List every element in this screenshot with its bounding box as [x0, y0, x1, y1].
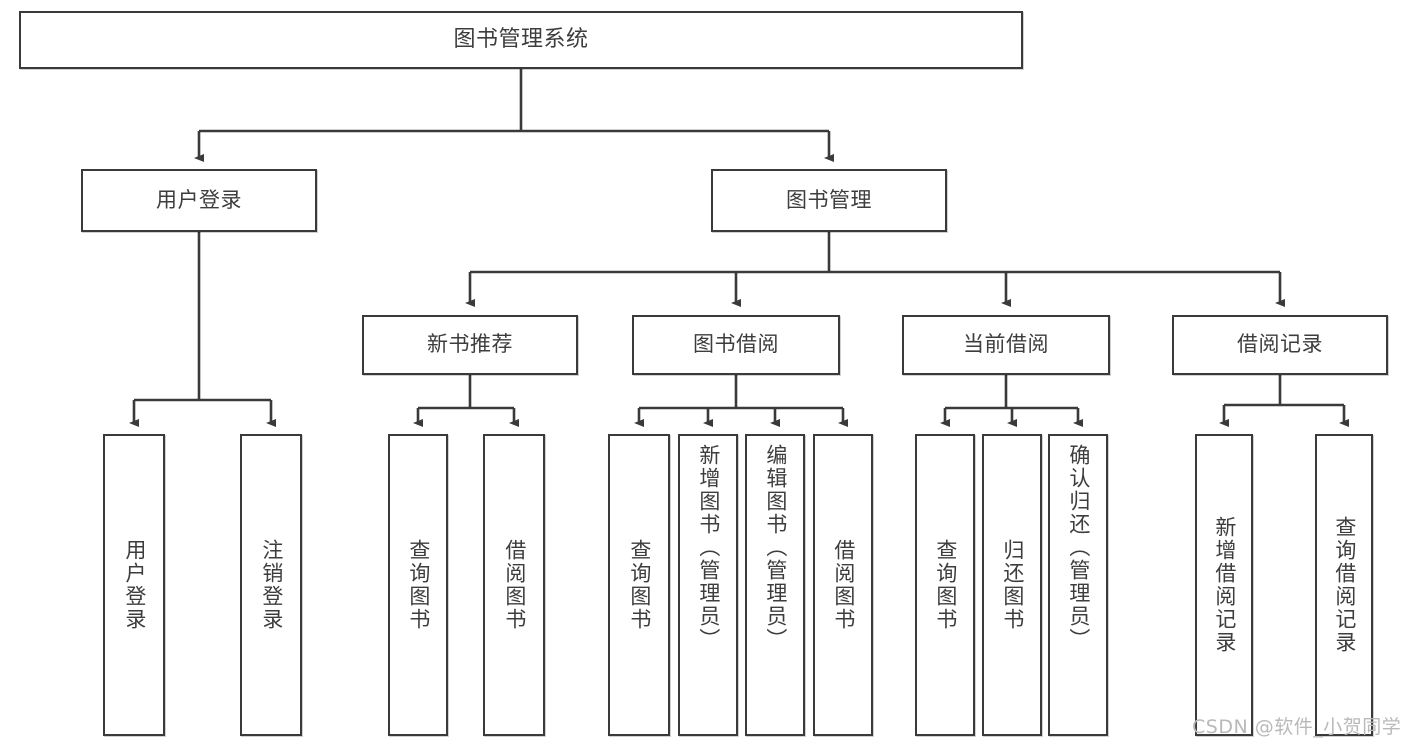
node-borrow-record[interactable]: 借阅记录 — [1172, 315, 1388, 375]
node-current-borrow[interactable]: 当前借阅 — [902, 315, 1110, 375]
node-label: 归还图书 — [1000, 539, 1025, 631]
leaf-recommend-borrow-book[interactable]: 借阅图书 — [483, 434, 545, 736]
node-label: 当前借阅 — [963, 332, 1049, 357]
node-label: 借阅图书 — [831, 539, 856, 631]
node-book-borrow[interactable]: 图书借阅 — [632, 315, 840, 375]
node-label: 用户登录 — [156, 187, 242, 212]
node-root-system[interactable]: 图书管理系统 — [19, 11, 1023, 69]
leaf-current-return-book[interactable]: 归还图书 — [982, 434, 1042, 736]
node-new-book-recommend[interactable]: 新书推荐 — [362, 315, 578, 375]
node-label: 新书推荐 — [427, 332, 513, 357]
csdn-watermark: CSDN @软件_小贺同学 — [1192, 716, 1402, 738]
leaf-current-query-book[interactable]: 查询图书 — [915, 434, 975, 736]
leaf-logout-login[interactable]: 注销登录 — [240, 434, 302, 736]
node-label: 用户登录 — [122, 539, 147, 631]
node-book-management[interactable]: 图书管理 — [711, 169, 947, 232]
node-label: 图书管理系统 — [453, 26, 589, 52]
leaf-recommend-query-book[interactable]: 查询图书 — [388, 434, 448, 736]
node-label: 查询借阅记录 — [1332, 516, 1357, 654]
leaf-current-confirm-return-admin[interactable]: 确认归还（管理员） — [1048, 434, 1108, 736]
node-label: 借阅记录 — [1237, 332, 1323, 357]
node-label: 查询图书 — [933, 539, 958, 631]
node-label: 查询图书 — [627, 539, 652, 631]
node-user-login[interactable]: 用户登录 — [81, 169, 317, 232]
leaf-borrow-query-book[interactable]: 查询图书 — [608, 434, 670, 736]
node-label: 新增借阅记录 — [1212, 516, 1237, 654]
node-label: 新增图书（管理员） — [696, 444, 721, 651]
leaf-borrow-add-book-admin[interactable]: 新增图书（管理员） — [678, 434, 738, 736]
leaf-borrow-borrow-book[interactable]: 借阅图书 — [813, 434, 873, 736]
node-label: 图书借阅 — [693, 332, 779, 357]
leaf-user-login[interactable]: 用户登录 — [103, 434, 165, 736]
node-label: 编辑图书（管理员） — [763, 444, 788, 651]
leaf-record-add-borrow-record[interactable]: 新增借阅记录 — [1195, 434, 1253, 736]
node-label: 注销登录 — [259, 539, 284, 631]
node-label: 确认归还（管理员） — [1066, 444, 1091, 651]
node-label: 图书管理 — [786, 187, 872, 212]
leaf-borrow-edit-book-admin[interactable]: 编辑图书（管理员） — [745, 434, 805, 736]
node-label: 查询图书 — [406, 539, 431, 631]
node-label: 借阅图书 — [502, 539, 527, 631]
leaf-record-query-borrow-record[interactable]: 查询借阅记录 — [1315, 434, 1373, 736]
